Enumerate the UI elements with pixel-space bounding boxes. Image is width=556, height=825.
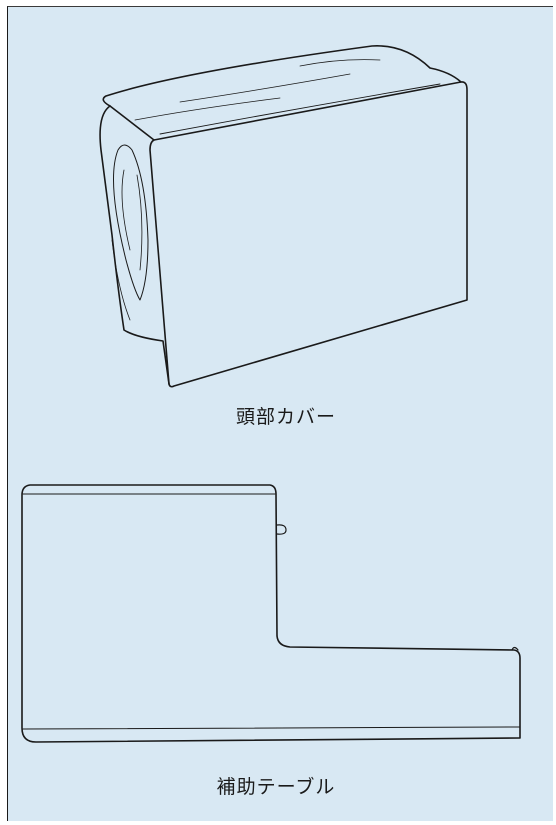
auxiliary-table-caption: 補助テーブル <box>216 776 336 798</box>
head-cover-icon <box>99 45 468 388</box>
head-cover-caption: 頭部カバー <box>235 406 336 428</box>
auxiliary-table-icon <box>21 484 521 743</box>
